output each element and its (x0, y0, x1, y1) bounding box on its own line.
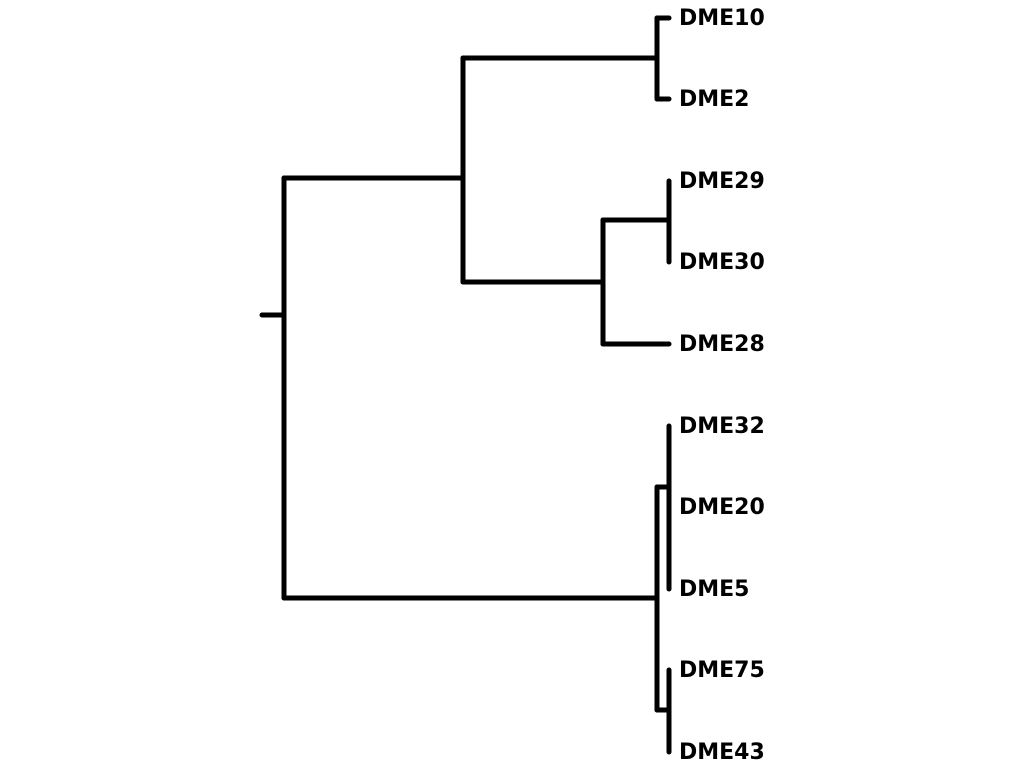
leaf-labels: DME10DME2DME29DME30DME28DME32DME20DME5DM… (679, 6, 765, 765)
leaf-label-dme29: DME29 (679, 169, 765, 194)
leaf-label-dme32: DME32 (679, 414, 765, 439)
tree-branches (259, 15, 672, 755)
leaf-label-dme43: DME43 (679, 740, 765, 765)
leaf-label-dme30: DME30 (679, 250, 765, 275)
leaf-label-dme75: DME75 (679, 658, 765, 683)
leaf-label-dme2: DME2 (679, 87, 750, 112)
leaf-label-dme5: DME5 (679, 577, 750, 602)
leaf-label-dme28: DME28 (679, 332, 765, 357)
leaf-label-dme10: DME10 (679, 6, 765, 31)
leaf-label-dme20: DME20 (679, 495, 765, 520)
